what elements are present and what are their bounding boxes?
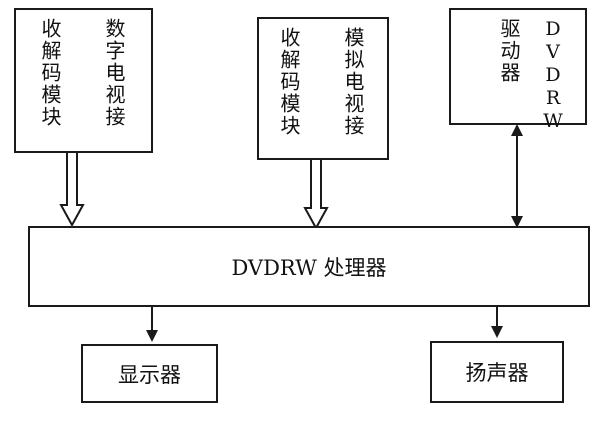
speaker-label: 扬声器: [465, 361, 529, 385]
speaker-box: 扬声器: [430, 341, 564, 403]
arrow-processor-to-speaker: [491, 306, 503, 338]
dvdrw-drive-label-line1: DVDRW: [542, 18, 564, 133]
display-box: 显示器: [81, 344, 218, 403]
display-label: 显示器: [118, 362, 181, 387]
dvdrw-drive-label-line2: 驱动器: [497, 18, 521, 84]
dvdrw-drive-box: DVDRW 驱动器: [449, 8, 587, 133]
dvdrw-processor-label: DVDRW 处理器: [231, 255, 387, 280]
digital-tv-module-label-line2: 收解码模块: [38, 18, 62, 128]
analog-tv-module-box: 模拟电视接 收解码模块: [257, 17, 389, 160]
arrow-processor-to-display: [146, 306, 158, 342]
arrow-digital-to-processor: [59, 153, 85, 228]
dvdrw-processor-box: DVDRW 处理器: [28, 226, 590, 307]
digital-tv-module-label-line1: 数字电视接: [102, 18, 126, 128]
arrow-drive-processor-bidirectional: [511, 124, 523, 228]
arrow-analog-to-processor: [303, 158, 329, 231]
analog-tv-module-label-line2: 收解码模块: [277, 27, 301, 137]
analog-tv-module-label-line1: 模拟电视接: [341, 27, 365, 137]
digital-tv-module-box: 数字电视接 收解码模块: [14, 8, 153, 153]
